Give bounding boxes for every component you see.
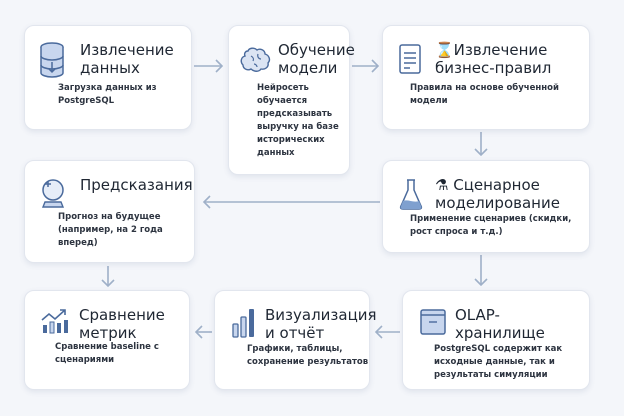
step-olap-storage: OLAP-хранилище PostgreSQL содержит как и…	[402, 290, 590, 390]
step-description: Нейросеть обучается предсказывать выручк…	[257, 83, 339, 158]
arrow-2-3	[352, 59, 380, 73]
step-business-rules: ⌛Извлечение бизнес-правил Правила на осн…	[382, 25, 590, 130]
step-metrics-comparison: Сравнение метрик Сравнение baseline с сц…	[24, 290, 190, 390]
step-title: ⚗ Сценарное моделирование	[435, 176, 560, 212]
arrow-1-2	[194, 59, 224, 73]
step-description: Сравнение baseline с сценариями	[55, 342, 159, 365]
arrow-7-6	[194, 325, 212, 339]
step-predictions: Предсказания Прогноз на будущее (наприме…	[24, 160, 195, 263]
flask-icon	[399, 179, 423, 210]
step-title: OLAP-хранилище	[455, 306, 545, 342]
arrow-3-5	[474, 132, 488, 157]
step-data-extraction: Извлечение данных Загрузка данных из Pos…	[24, 25, 192, 130]
step-title: Сравнение метрик	[79, 306, 165, 342]
document-icon	[399, 44, 421, 74]
arrow-4-6	[101, 266, 115, 288]
bar-chart-icon	[232, 309, 254, 338]
step-title: Визуализация и отчёт	[265, 306, 377, 342]
step-description: Прогноз на будущее (например, на 2 года …	[58, 212, 163, 248]
arrow-5-4	[202, 195, 380, 209]
step-title: Предсказания	[80, 176, 193, 194]
step-description: PostgreSQL содержит как исходные данные,…	[434, 344, 563, 380]
step-title: Обучение модели	[278, 41, 355, 77]
step-scenario-modeling: ⚗ Сценарное моделирование Применение сце…	[382, 160, 590, 253]
arrow-8-7	[374, 325, 400, 339]
step-description: Загрузка данных из PostgreSQL	[58, 83, 157, 106]
step-description: Правила на основе обученной модели	[410, 83, 559, 106]
step-title: ⌛Извлечение бизнес-правил	[435, 41, 552, 77]
step-description: Применение сценариев (скидки, рост спрос…	[410, 214, 572, 237]
step-model-training: Обучение модели Нейросеть обучается пред…	[228, 25, 355, 175]
crystal-ball-icon	[41, 179, 65, 208]
step-description: Графики, таблицы, сохранение результатов	[247, 344, 369, 367]
arrow-5-8	[474, 255, 488, 287]
step-title: Извлечение данных	[80, 41, 174, 77]
step-visualization-report: Визуализация и отчёт Графики, таблицы, с…	[214, 290, 377, 390]
brain-icon	[240, 47, 271, 72]
trend-chart-icon	[41, 309, 68, 334]
storage-icon	[420, 309, 446, 335]
database-icon	[40, 42, 64, 78]
